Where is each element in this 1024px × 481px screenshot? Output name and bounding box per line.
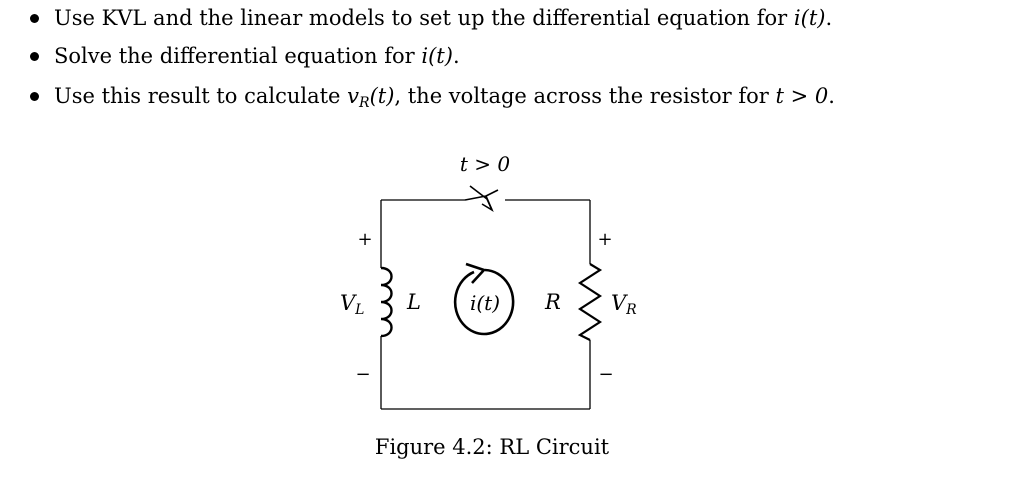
bullet-text-part: Use KVL and the linear models to set up … — [54, 6, 794, 30]
math-subscript-r: R — [359, 95, 370, 111]
math-v: v — [347, 84, 360, 108]
switch-icon — [464, 185, 499, 213]
bullet-text-part: . — [828, 84, 835, 108]
resistor-voltage-label: VR — [611, 291, 637, 318]
current-loop-arrow-icon — [453, 262, 515, 336]
inductor-voltage-var: V — [340, 291, 357, 315]
bullet-text-part: . — [452, 44, 460, 68]
bullet-dot — [30, 14, 39, 23]
bullet-text: Use KVL and the linear models to set up … — [54, 3, 832, 33]
math-t-greater-zero: t > 0 — [775, 84, 829, 108]
bullet-dot — [30, 52, 39, 61]
inductor-icon — [380, 266, 393, 338]
figure-caption: Figure 4.2: RL Circuit — [0, 433, 1024, 461]
math-i-of-t: i(t) — [421, 44, 453, 68]
bullet-text-part: . — [825, 6, 833, 30]
resistor-voltage-sub: R — [625, 302, 637, 318]
inductor-label: L — [406, 290, 421, 314]
bullet-text: Use this result to calculate vR(t), the … — [54, 81, 835, 118]
left-plus-sign: + — [357, 229, 372, 250]
math-i-of-t: i(t) — [793, 6, 826, 30]
bullet-text: Solve the differential equation for i(t)… — [54, 41, 460, 71]
rl-circuit-diagram: t > 0 + − + − VL L i(t) R VR — [340, 152, 637, 410]
inductor-voltage-label: VL — [340, 291, 364, 318]
right-plus-sign: + — [597, 229, 612, 250]
bullet-text-part: Solve the differential equation for — [54, 44, 422, 68]
current-label: i(t) — [470, 291, 500, 315]
bullet-text-part: , the voltage across the resistor for — [394, 84, 776, 108]
left-minus-sign: − — [355, 364, 370, 385]
math-of-t: (t) — [369, 84, 395, 108]
switch-label: t > 0 — [460, 152, 511, 176]
right-minus-sign: − — [598, 364, 613, 385]
bullet-text-part: Use this result to calculate — [54, 84, 348, 108]
figure-caption-text: Figure 4.2: RL Circuit — [374, 435, 610, 459]
bullet-dot — [30, 92, 39, 101]
resistor-icon — [577, 263, 603, 341]
inductor-voltage-sub: L — [354, 302, 364, 318]
resistor-voltage-var: V — [611, 291, 628, 315]
resistor-label: R — [544, 290, 561, 314]
